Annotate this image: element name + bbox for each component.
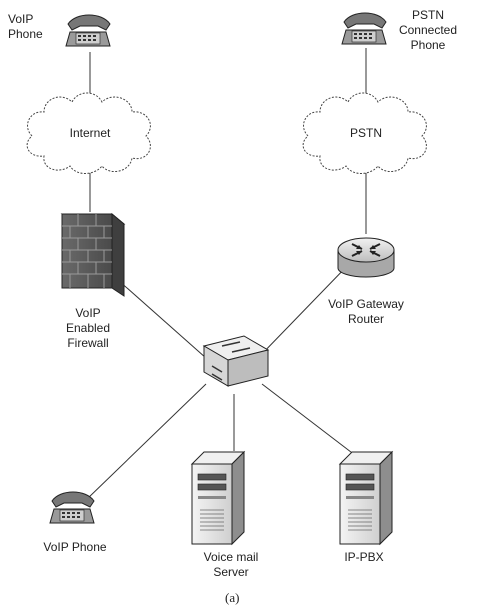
link-router-switch — [257, 262, 351, 359]
voip-phone-top-label: VoIP Phone — [8, 12, 43, 41]
network-switch-icon — [202, 335, 270, 387]
desk-phone-icon — [65, 14, 111, 47]
router-icon — [337, 237, 395, 278]
server-tower-icon — [190, 450, 246, 546]
connection-lines — [85, 48, 367, 501]
pstn-phone-label: PSTN Connected Phone — [398, 8, 458, 52]
link-switch-phone — [85, 383, 207, 501]
internet-cloud-icon — [26, 92, 151, 174]
voip-phone-bottom-label: VoIP Phone — [43, 540, 107, 554]
link-switch-ippbx — [261, 383, 365, 463]
ip-pbx-label: IP-PBX — [344, 550, 384, 564]
pstn-cloud-icon — [302, 92, 427, 174]
link-firewall-switch — [117, 279, 207, 359]
voicemail-server-label: Voice mail Server — [203, 550, 259, 579]
gateway-router-label: VoIP Gateway Router — [328, 297, 404, 326]
server-tower-icon — [338, 450, 394, 546]
desk-phone-icon — [49, 491, 95, 524]
internet-cloud-label: Internet — [69, 126, 111, 140]
firewall-label: VoIP Enabled Firewall — [65, 306, 111, 350]
firewall-brick-icon — [60, 212, 126, 297]
figure-caption: (a) — [225, 590, 240, 605]
desk-phone-icon — [341, 12, 387, 45]
pstn-cloud-label: PSTN — [349, 126, 382, 140]
